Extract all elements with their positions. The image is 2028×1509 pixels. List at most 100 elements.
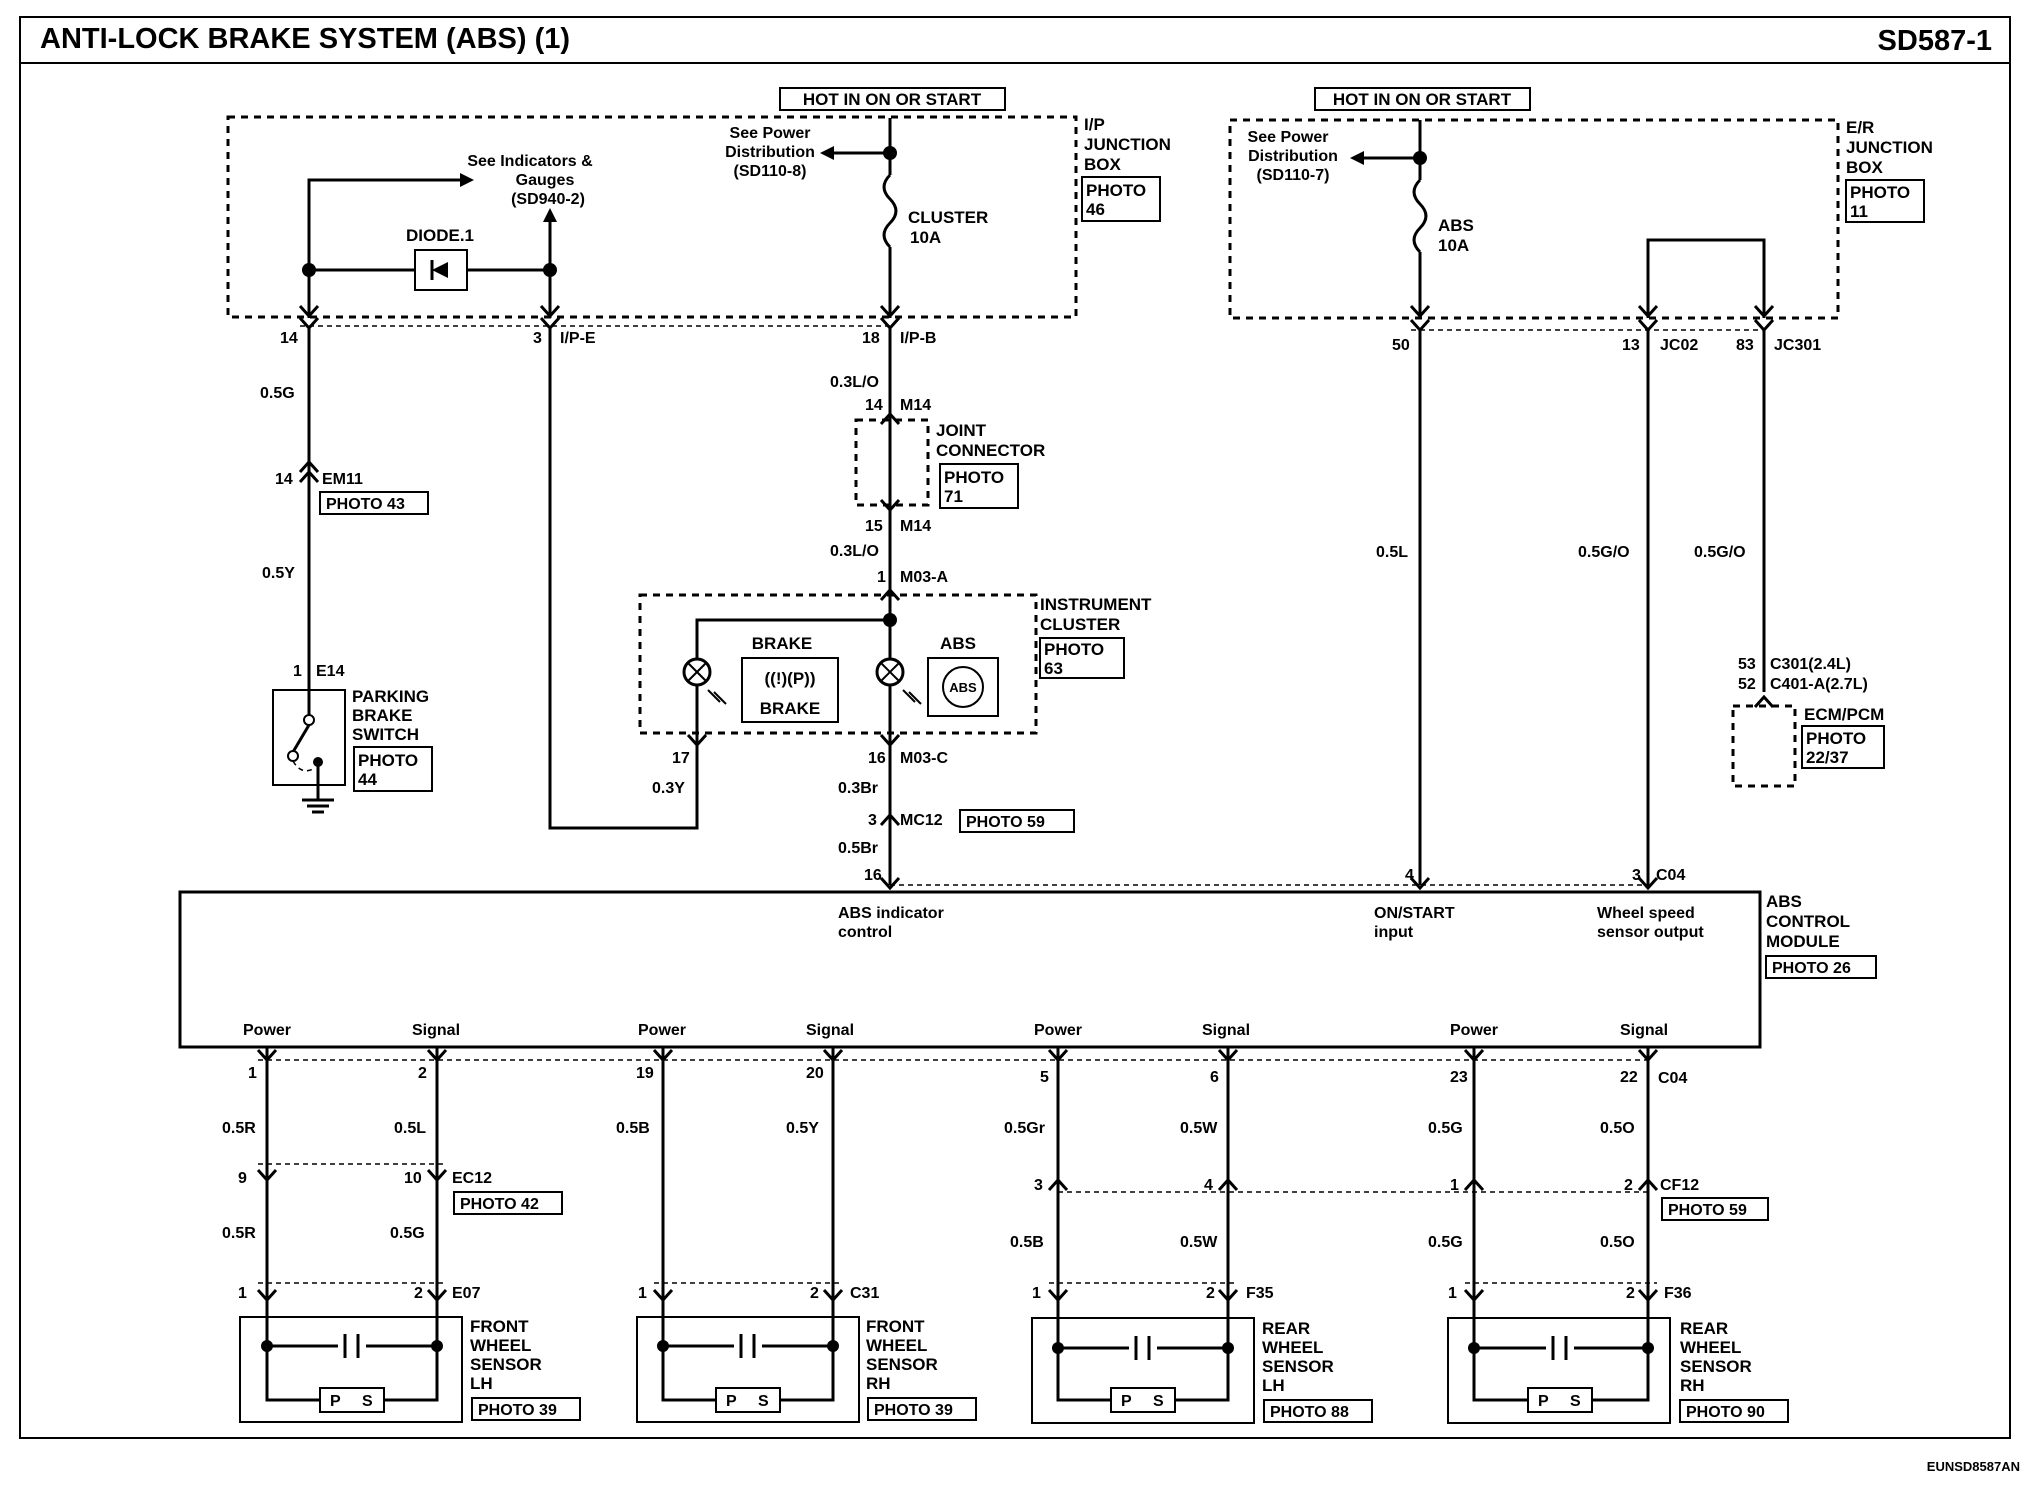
pin-em11: 14	[275, 471, 293, 488]
ecm-photo-2: 22/37	[1806, 748, 1849, 767]
hot-label-left: HOT IN ON OR START	[803, 90, 982, 109]
s4-mid-pin-1: 1	[1450, 1177, 1459, 1194]
switch-photo-box	[353, 746, 433, 792]
wheel-output-1: Wheel speed	[1597, 905, 1695, 922]
pin-ip-14: 14	[280, 330, 298, 347]
wheel-sensor-wiring: C04	[258, 1059, 1687, 1087]
s3-name-1: REAR	[1262, 1319, 1310, 1338]
port-signal-4: Signal	[1620, 1022, 1668, 1039]
s3-pin-top-1: 5	[1040, 1069, 1049, 1086]
abs-label: ABS	[940, 634, 976, 653]
cluster-label-1: INSTRUMENT	[1040, 595, 1152, 614]
s3-mid-pin-1: 3	[1034, 1177, 1043, 1194]
pin-16: 16	[868, 750, 886, 767]
s2-name-2: WHEEL	[866, 1336, 927, 1355]
s3-s: S	[1153, 1393, 1164, 1410]
hot-label-box-right	[1314, 87, 1531, 111]
conn-m14-b: M14	[900, 518, 931, 535]
conn-e14: E14	[316, 663, 345, 680]
s2-conn: C31	[850, 1285, 879, 1302]
pin-52: 52	[1738, 676, 1756, 693]
s3-wire-bot-2: 0.5W	[1180, 1234, 1218, 1251]
ps-icon	[1527, 1387, 1593, 1413]
hot-label-right: HOT IN ON OR START	[1333, 90, 1512, 109]
pin-er-83: 83	[1736, 337, 1754, 354]
s3-photo: PHOTO 88	[1270, 1404, 1349, 1421]
s1-pin-top-2: 2	[418, 1065, 427, 1082]
fuse-cluster-icon	[882, 173, 898, 249]
arrow-icon	[1350, 151, 1364, 165]
s1-name-2: WHEEL	[470, 1336, 531, 1355]
s1-photo-box	[471, 1397, 581, 1421]
s1-s: S	[362, 1393, 373, 1410]
s4-name-2: WHEEL	[1680, 1338, 1741, 1357]
s1-mid-conn: EC12	[452, 1170, 492, 1187]
s1-name-3: SENSOR	[470, 1355, 542, 1374]
s3-conn: F35	[1246, 1285, 1274, 1302]
wire-0-5br: 0.5Br	[838, 840, 878, 857]
ip-jb-label-1: I/P	[1084, 115, 1105, 134]
cluster-photo-box	[1039, 637, 1125, 679]
capacitor-icon	[1546, 1336, 1574, 1360]
photo-em11: PHOTO 43	[326, 496, 405, 513]
ip-jb-photo-1: PHOTO	[1086, 181, 1146, 200]
capacitor-icon	[734, 1334, 762, 1358]
joint-photo-2: 71	[944, 487, 963, 506]
fuse-cluster-rating: 10A	[910, 228, 941, 247]
front-wheel-sensor-rh-group: 19 20 0.5B 0.5Y 1 2 C31 P S FRONT WHEEL …	[616, 1047, 977, 1423]
wire-0-5y: 0.5Y	[262, 565, 295, 582]
pin-53: 53	[1738, 656, 1756, 673]
diagram-code: SD587-1	[1878, 25, 1992, 57]
joint-photo-1: PHOTO	[944, 468, 1004, 487]
abs-symbol-icon	[942, 666, 984, 708]
ip-jb-label-3: BOX	[1084, 155, 1122, 174]
arrow-icon	[820, 146, 834, 160]
s1-name-4: LH	[470, 1374, 493, 1393]
hot-label-box-left	[779, 87, 1006, 111]
diagram-title: ANTI-LOCK BRAKE SYSTEM (ABS) (1)	[40, 23, 570, 55]
conn-em11: EM11	[322, 471, 363, 488]
see-indicators-3: (SD940-2)	[511, 191, 585, 208]
switch-photo-2: 44	[358, 770, 377, 789]
pin-17: 17	[672, 750, 690, 767]
mc12-photo-box	[959, 809, 1075, 833]
abs-control-module-box	[178, 890, 1762, 1049]
s3-wire-top-2: 0.5W	[1180, 1120, 1218, 1137]
ps-icon	[319, 1387, 385, 1413]
fuse-abs-rating: 10A	[1438, 236, 1469, 255]
module-label-1: ABS	[1766, 892, 1802, 911]
s1-pin-top-1: 1	[248, 1065, 257, 1082]
s2-pin-top-2: 20	[806, 1065, 824, 1082]
s2-photo: PHOTO 39	[874, 1402, 953, 1419]
s3-photo-box	[1263, 1399, 1373, 1423]
port-power-4: Power	[1450, 1022, 1498, 1039]
s3-mid-pin-2: 4	[1204, 1177, 1213, 1194]
onstart-input-1: ON/START	[1374, 905, 1455, 922]
port-power-1: Power	[243, 1022, 291, 1039]
front-wheel-sensor-lh-group: 1 2 0.5R 0.5L 9 10 EC12 PHOTO 42 0.5R 0.…	[222, 1047, 581, 1423]
s4-pin-top-1: 23	[1450, 1069, 1468, 1086]
er-jb-label-1: E/R	[1846, 118, 1874, 137]
fuse-abs-label: ABS	[1438, 216, 1474, 235]
port-power-2: Power	[638, 1022, 686, 1039]
cluster-label-2: CLUSTER	[1040, 615, 1120, 634]
splice-dot	[883, 613, 897, 627]
capacitor-icon	[1129, 1336, 1157, 1360]
s4-name-4: RH	[1680, 1376, 1705, 1395]
rear-wheel-sensor-lh-group: 5 6 0.5Gr 0.5W 3 4 0.5B 0.5W 1 2 F35 P S…	[1004, 1047, 1650, 1424]
s3-name-3: SENSOR	[1262, 1357, 1334, 1376]
header-bar	[19, 16, 2011, 64]
switch-label-2: BRAKE	[352, 706, 412, 725]
ip-jb-photo-box	[1081, 176, 1161, 222]
s4-p: P	[1538, 1393, 1549, 1410]
s1-wire-bot-1: 0.5R	[222, 1225, 256, 1242]
er-junction-box	[1228, 118, 1840, 320]
see-power-left-3: (SD110-8)	[734, 163, 807, 180]
s4-conn: F36	[1664, 1285, 1692, 1302]
s1-p: P	[330, 1393, 341, 1410]
see-indicators-2: Gauges	[516, 172, 575, 189]
cluster-photo-2: 63	[1044, 659, 1063, 678]
s4-s: S	[1570, 1393, 1581, 1410]
splice-dot	[302, 263, 316, 277]
s1-wire-top-1: 0.5R	[222, 1120, 256, 1137]
